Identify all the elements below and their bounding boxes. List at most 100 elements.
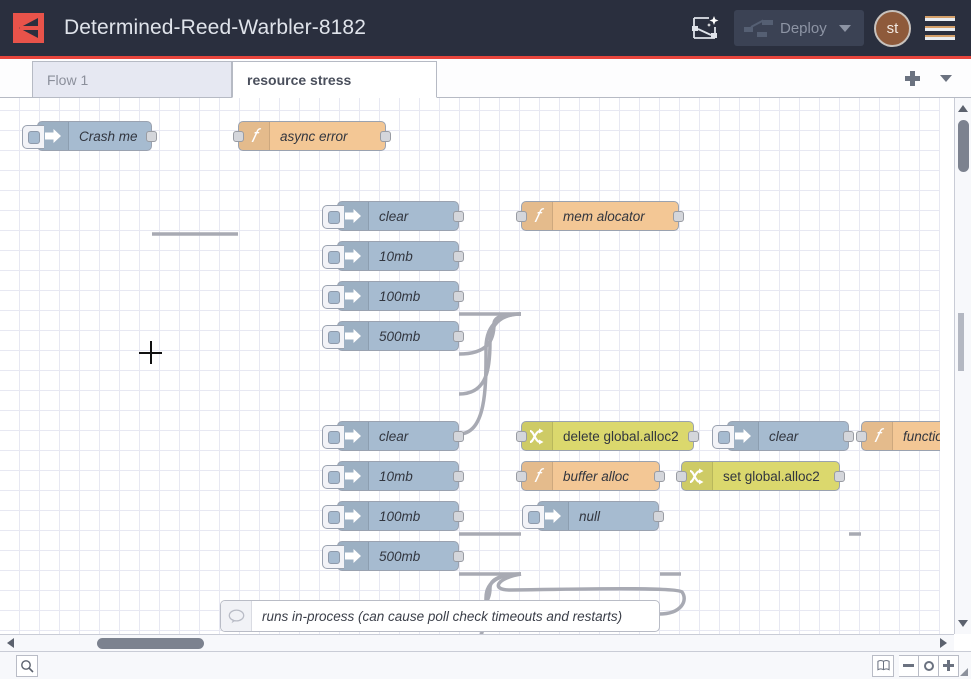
zoom-reset-icon[interactable] bbox=[919, 654, 939, 677]
flow-node-runs-in-process-can-cause-poll-check-timeouts-and-restarts[interactable]: runs in-process (can cause poll check ti… bbox=[220, 600, 660, 632]
node-output-port[interactable] bbox=[843, 431, 854, 442]
inject-trigger-button[interactable] bbox=[322, 205, 344, 229]
inject-trigger-button[interactable] bbox=[22, 125, 44, 149]
flow-node-label: 100mb bbox=[379, 508, 421, 524]
node-output-port[interactable] bbox=[453, 431, 464, 442]
hamburger-bar bbox=[925, 16, 955, 21]
hamburger-menu-icon[interactable] bbox=[925, 16, 955, 40]
horizontal-scrollbar-thumb[interactable] bbox=[97, 638, 204, 649]
node-output-port[interactable] bbox=[654, 471, 665, 482]
node-output-port[interactable] bbox=[834, 471, 845, 482]
resize-grip-icon[interactable] bbox=[959, 667, 969, 677]
avatar-initials: st bbox=[886, 19, 899, 37]
status-bar bbox=[0, 651, 971, 679]
change-swap-icon-svg bbox=[689, 468, 703, 484]
flow-node-clear[interactable]: clear bbox=[322, 201, 464, 231]
inject-trigger-button[interactable] bbox=[712, 425, 734, 449]
node-output-port[interactable] bbox=[688, 431, 699, 442]
arrow-up-icon[interactable] bbox=[958, 105, 968, 112]
arrow-left-icon[interactable] bbox=[7, 638, 14, 648]
flow-node-10mb[interactable]: 10mb bbox=[322, 241, 464, 271]
ai-flow-sparkle-icon[interactable] bbox=[684, 8, 726, 48]
inject-trigger-glyph bbox=[327, 290, 340, 304]
node-input-port[interactable] bbox=[676, 471, 687, 482]
inject-trigger-button[interactable] bbox=[322, 505, 344, 529]
avatar[interactable]: st bbox=[874, 9, 911, 47]
flow-node-delete-global-alloc2[interactable]: delete global.alloc2 bbox=[516, 421, 699, 451]
search-icon-svg bbox=[21, 659, 34, 673]
flow-node-mem-alocator[interactable]: 𝑓 mem alocator bbox=[516, 201, 684, 231]
node-output-port[interactable] bbox=[146, 131, 157, 142]
arrow-right-icon[interactable] bbox=[940, 638, 947, 648]
inject-trigger-button[interactable] bbox=[322, 285, 344, 309]
flow-list-menu-button[interactable] bbox=[929, 59, 963, 97]
deploy-button-label: Deploy bbox=[780, 19, 827, 37]
node-output-port[interactable] bbox=[673, 211, 684, 222]
flow-node-100mb[interactable]: 100mb bbox=[322, 501, 464, 531]
node-output-port[interactable] bbox=[453, 331, 464, 342]
search-icon[interactable] bbox=[16, 654, 38, 677]
hamburger-bar bbox=[925, 25, 955, 31]
flow-node-buffer-alloc[interactable]: 𝑓 buffer alloc bbox=[516, 461, 665, 491]
zoom-in-icon[interactable] bbox=[939, 654, 959, 677]
node-output-port[interactable] bbox=[453, 291, 464, 302]
tab-flow-1[interactable]: Flow 1 bbox=[32, 61, 232, 98]
node-input-port[interactable] bbox=[856, 431, 867, 442]
node-output-port[interactable] bbox=[453, 551, 464, 562]
add-flow-button[interactable] bbox=[895, 59, 929, 97]
flow-node-crash-me[interactable]: Crash me bbox=[22, 121, 157, 151]
flow-node-500mb[interactable]: 500mb bbox=[322, 541, 464, 571]
chevron-down-icon[interactable] bbox=[838, 24, 851, 32]
node-output-port[interactable] bbox=[653, 511, 664, 522]
page-title: Determined-Reed-Warbler-8182 bbox=[64, 16, 366, 39]
function-f-icon: 𝑓 bbox=[522, 462, 553, 490]
node-output-port[interactable] bbox=[453, 251, 464, 262]
flow-node-clear[interactable]: clear bbox=[712, 421, 854, 451]
comment-bubble-icon bbox=[221, 601, 252, 631]
inject-trigger-button[interactable] bbox=[522, 505, 544, 529]
node-output-port[interactable] bbox=[380, 131, 391, 142]
inject-trigger-button[interactable] bbox=[322, 425, 344, 449]
function-f-icon-glyph: 𝑓 bbox=[534, 205, 540, 227]
horizontal-scrollbar[interactable] bbox=[0, 634, 954, 651]
node-input-port[interactable] bbox=[233, 131, 244, 142]
node-input-port[interactable] bbox=[516, 211, 527, 222]
tab-resource-stress[interactable]: resource stress bbox=[232, 61, 437, 98]
inject-trigger-button[interactable] bbox=[322, 465, 344, 489]
arrow-down-icon[interactable] bbox=[958, 620, 968, 627]
flow-node-set-global-alloc2[interactable]: set global.alloc2 bbox=[676, 461, 845, 491]
plus-icon bbox=[904, 70, 920, 86]
inject-trigger-button[interactable] bbox=[322, 245, 344, 269]
flow-tab-bar: Flow 1 resource stress bbox=[0, 59, 971, 98]
flow-node-function[interactable]: 𝑓function bbox=[856, 421, 940, 451]
node-input-port[interactable] bbox=[516, 431, 527, 442]
inject-trigger-button[interactable] bbox=[322, 325, 344, 349]
inject-trigger-glyph bbox=[327, 430, 340, 444]
flow-node-500mb[interactable]: 500mb bbox=[322, 321, 464, 351]
flow-node-label: buffer alloc bbox=[563, 468, 630, 484]
flow-node-null[interactable]: null bbox=[522, 501, 664, 531]
zoom-to-fit-icon[interactable] bbox=[872, 654, 894, 677]
deploy-nodes-icon bbox=[744, 18, 774, 38]
flow-node-label: mem alocator bbox=[563, 208, 645, 224]
inject-arrow-icon-svg bbox=[45, 129, 61, 143]
inject-trigger-glyph bbox=[327, 470, 340, 484]
node-input-port[interactable] bbox=[516, 471, 527, 482]
zoom-out-icon[interactable] bbox=[899, 654, 919, 677]
flow-node-10mb[interactable]: 10mb bbox=[322, 461, 464, 491]
flow-node-label: delete global.alloc2 bbox=[563, 428, 679, 444]
vertical-scrollbar-marker[interactable] bbox=[958, 313, 964, 371]
node-output-port[interactable] bbox=[453, 211, 464, 222]
node-output-port[interactable] bbox=[453, 511, 464, 522]
vertical-scrollbar-thumb[interactable] bbox=[958, 120, 969, 172]
deploy-button[interactable]: Deploy bbox=[734, 10, 864, 46]
inject-trigger-button[interactable] bbox=[322, 545, 344, 569]
flow-node-100mb[interactable]: 100mb bbox=[322, 281, 464, 311]
node-output-port[interactable] bbox=[453, 471, 464, 482]
vertical-scrollbar[interactable] bbox=[954, 98, 971, 634]
flow-node-label: function bbox=[903, 428, 940, 444]
flow-node-clear[interactable]: clear bbox=[322, 421, 464, 451]
